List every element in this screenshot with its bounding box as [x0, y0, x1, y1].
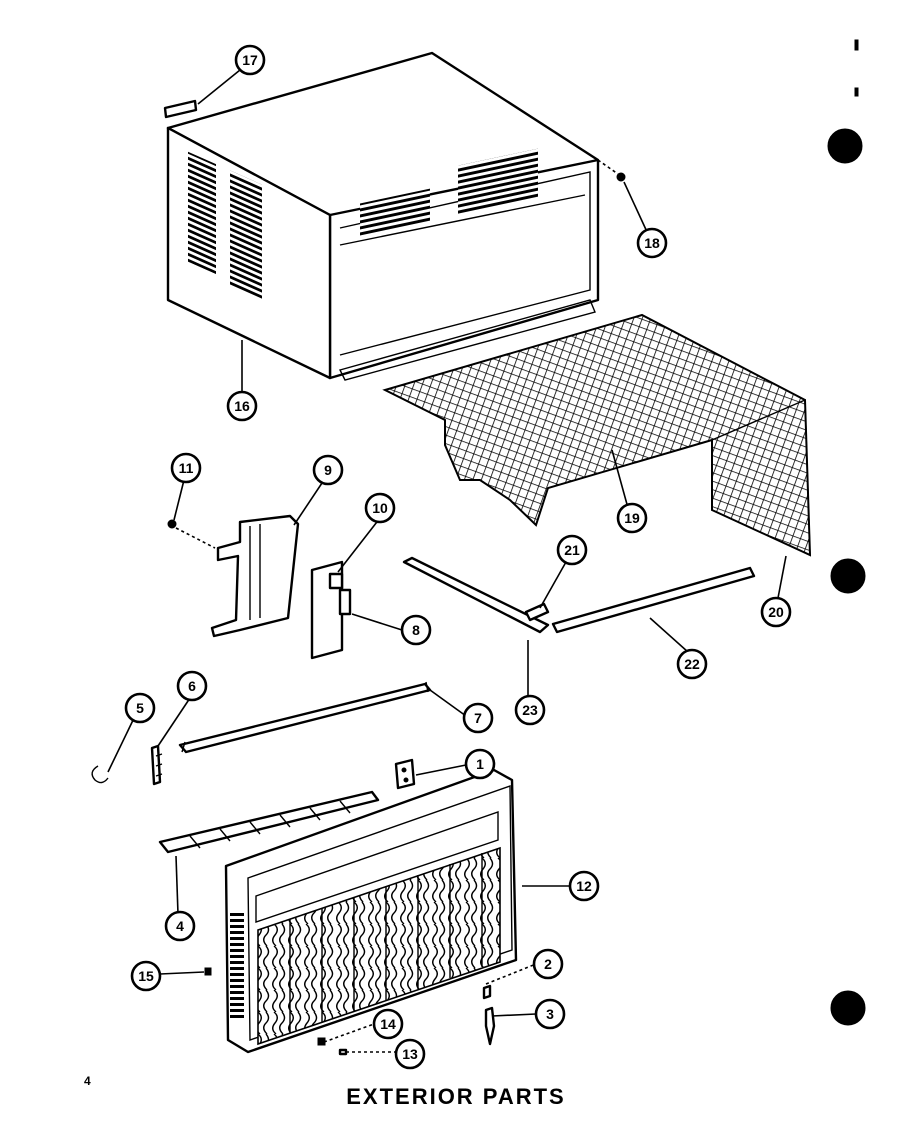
callout-17: 17 [234, 44, 266, 76]
hook-part [91, 765, 109, 784]
callout-5: 5 [124, 692, 156, 724]
callout-14: 14 [372, 1008, 404, 1040]
svg-text:6: 6 [188, 678, 196, 694]
svg-text:14: 14 [380, 1016, 396, 1032]
callout-18: 18 [636, 227, 668, 259]
callout-20: 20 [760, 596, 792, 628]
svg-text:16: 16 [234, 398, 250, 414]
svg-text:8: 8 [412, 622, 420, 638]
svg-text:9: 9 [324, 462, 332, 478]
svg-text:20: 20 [768, 604, 784, 620]
leader-lines [107, 69, 787, 1053]
svg-text:2: 2 [544, 956, 552, 972]
svg-text:17: 17 [242, 52, 258, 68]
svg-text:23: 23 [522, 702, 538, 718]
diagram-caption: EXTERIOR PARTS [346, 1084, 566, 1109]
callout-13: 13 [394, 1038, 426, 1070]
callout-9: 9 [312, 454, 344, 486]
rail-right-part [551, 566, 756, 634]
cross-bar-part [178, 681, 432, 754]
callout-6: 6 [176, 670, 208, 702]
svg-text:10: 10 [372, 500, 388, 516]
screw-11-part [167, 519, 177, 529]
cabinet-wrapper-part [166, 51, 600, 381]
callout-15: 15 [130, 960, 162, 992]
callout-21: 21 [556, 534, 588, 566]
callout-12: 12 [568, 870, 600, 902]
mesh-side-part [711, 398, 811, 556]
svg-text:11: 11 [179, 460, 194, 476]
callout-22: 22 [676, 648, 708, 680]
spring-clip-part [150, 744, 163, 786]
screw-part [616, 172, 626, 182]
svg-text:21: 21 [564, 542, 580, 558]
svg-text:22: 22 [684, 656, 700, 672]
callout-2: 2 [532, 948, 564, 980]
callout-16: 16 [226, 390, 258, 422]
svg-text:5: 5 [136, 700, 144, 716]
front-grille-part [224, 768, 518, 1054]
svg-text:18: 18 [644, 235, 660, 251]
svg-text:13: 13 [402, 1046, 418, 1062]
filter-part [158, 790, 380, 854]
callout-8: 8 [400, 614, 432, 646]
label-plate-part [163, 99, 198, 119]
small-hardware-parts [204, 967, 496, 1056]
binder-holes [827, 39, 866, 1026]
svg-text:19: 19 [624, 510, 640, 526]
callout-7: 7 [462, 702, 494, 734]
svg-text:12: 12 [576, 878, 592, 894]
callout-1: 1 [464, 748, 496, 780]
callout-4: 4 [164, 910, 196, 942]
control-bracket-part [210, 514, 300, 638]
page-number: 4 [84, 1074, 91, 1088]
callout-10: 10 [364, 492, 396, 524]
callout-23: 23 [514, 694, 546, 726]
svg-text:3: 3 [546, 1006, 554, 1022]
small-bracket-part [394, 758, 416, 790]
svg-text:7: 7 [474, 710, 482, 726]
rail-left-part [402, 556, 550, 634]
callout-3: 3 [534, 998, 566, 1030]
clip-part [524, 602, 550, 622]
svg-text:1: 1 [476, 756, 484, 772]
mesh-shield-part [382, 313, 812, 557]
callout-19: 19 [616, 502, 648, 534]
svg-text:4: 4 [176, 918, 184, 934]
svg-text:15: 15 [138, 968, 154, 984]
callout-11: 11 [170, 452, 202, 484]
control-panel-part [310, 560, 352, 660]
